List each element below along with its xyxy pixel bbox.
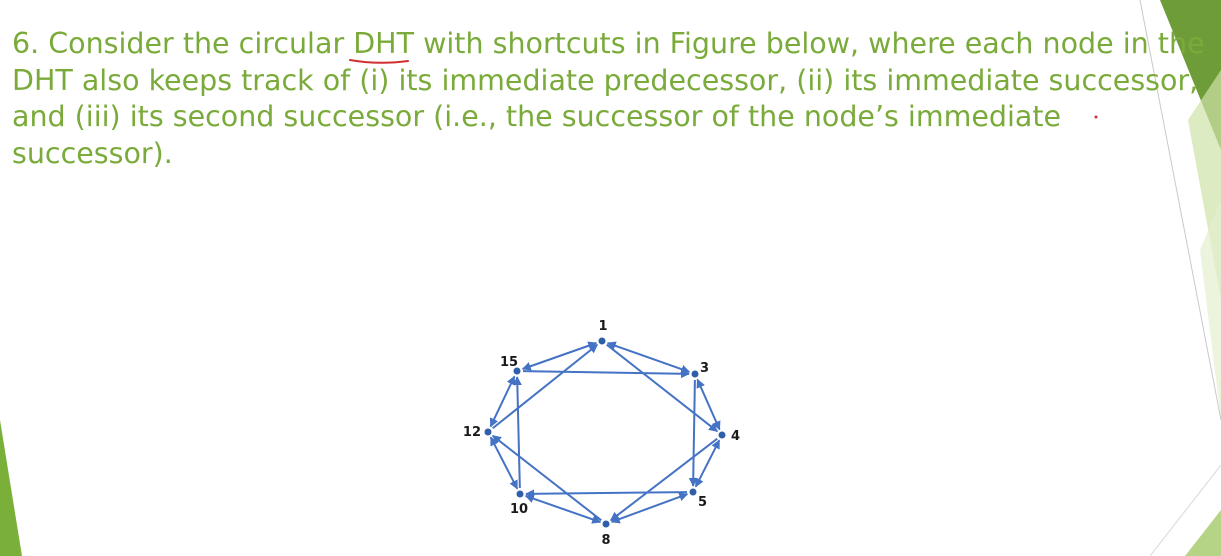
dht-node-label-12: 12: [463, 425, 481, 440]
dht-edge-12-1: [492, 343, 599, 430]
dht-node-label-1: 1: [598, 319, 607, 334]
dht-edge-12-15: [489, 375, 516, 428]
dht-node-4: [718, 431, 726, 439]
question-text: 6. Consider the circular DHT with shortc…: [12, 26, 1205, 172]
dht-node-5: [689, 488, 697, 496]
dht-edge-3-5: [688, 379, 698, 487]
dht-edge-5-10: [525, 489, 688, 499]
dht-edge-10-12: [489, 436, 519, 490]
dht-node-label-15: 15: [500, 355, 518, 370]
decor-bottom-left: [0, 420, 22, 556]
dht-edge-4-5: [694, 439, 721, 488]
dht-node-label-4: 4: [731, 429, 740, 444]
dht-node-1: [598, 337, 606, 345]
decor-hairline-2: [1149, 464, 1221, 556]
decor-bottom-right: [1185, 510, 1221, 556]
question-line: and (iii) its second successor (i.e., th…: [12, 100, 1062, 133]
dht-nodes: [484, 337, 726, 528]
dht-edge-1-3: [606, 341, 691, 374]
dht-node-label-10: 10: [510, 502, 528, 517]
dht-node-10: [516, 490, 524, 498]
question-line: successor).: [12, 136, 173, 170]
dht-edge-3-4: [696, 378, 721, 431]
dht-edge-4-8: [610, 437, 718, 522]
dht-edge-15-1: [521, 341, 598, 371]
dht-diagram: 1 3 4 5 8 10 12 15: [463, 319, 740, 548]
dht-node-label-3: 3: [700, 361, 709, 376]
dht-node-label-8: 8: [601, 533, 610, 548]
dht-edge-1-4: [606, 343, 718, 433]
dht-node-8: [602, 520, 610, 528]
dht-node-3: [691, 370, 699, 378]
dht-edge-8-10: [524, 494, 602, 524]
dht-edges: [489, 341, 721, 524]
dht-edge-5-8: [610, 492, 689, 524]
dht-node-15: [513, 367, 521, 375]
dht-edge-15-3: [522, 369, 690, 379]
dht-node-label-5: 5: [698, 495, 707, 510]
decor-right-pale: [1200, 200, 1221, 420]
dht-node-12: [484, 428, 492, 436]
dht-edge-8-12: [492, 434, 602, 522]
question-line: 6. Consider the circular DHT with shortc…: [12, 27, 1205, 60]
dht-node-labels: 1 3 4 5 8 10 12 15: [463, 319, 740, 548]
question-line: DHT also keeps track of (i) its immediat…: [12, 63, 1199, 97]
dht-edge-10-15: [512, 376, 522, 489]
decor-hairline-1: [1139, 0, 1221, 421]
